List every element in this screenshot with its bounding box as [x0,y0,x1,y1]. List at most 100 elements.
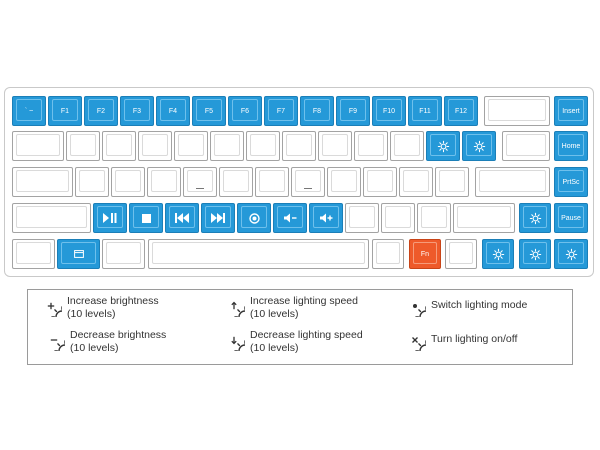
legend-sub: (10 levels) [70,342,119,354]
key-o [354,131,388,161]
key-home: Home [554,131,588,161]
key-enter [475,167,550,197]
key-l [363,167,397,197]
next-track-icon [211,213,225,223]
gear-light-icon [529,248,542,261]
legend-sub: (10 levels) [250,342,299,354]
key-label: F3 [132,107,142,115]
toggle-lighting-icon [412,337,426,351]
key-left-bracket [426,131,460,161]
key-slash [417,203,451,233]
key-f1: F1 [48,96,82,126]
key-down-arrow [519,239,551,269]
key-label: F12 [454,107,468,115]
legend-title: Switch lighting mode [431,299,528,311]
key-c [165,203,199,233]
legend-title: Turn lighting on/off [431,333,518,345]
key-left-ctrl [12,239,55,269]
increase-brightness-icon [47,302,62,317]
legend-sub: (10 levels) [250,308,299,320]
key-z [93,203,127,233]
key-q [66,131,100,161]
key-right-alt [372,239,404,269]
key-backspace [484,96,550,126]
key-quote [435,167,469,197]
key-left-arrow [482,239,514,269]
key-tab [12,131,64,161]
key-f3: F3 [120,96,154,126]
key-f [183,167,217,197]
gear-light-icon [565,248,578,261]
volume-up-icon [319,213,333,223]
key-label: Insert [562,107,580,115]
key-comma [345,203,379,233]
home-row-bump [304,188,312,189]
key-f4: F4 [156,96,190,126]
key-label: F11 [419,107,431,115]
lighting-legend: Increase brightness(10 levels) Decrease … [27,289,573,365]
keyboard-diagram: ` ~ F1 F2 F3 F4 F5 F6 F7 F8 F9 F10 F11 F… [4,87,594,277]
key-a [75,167,109,197]
increase-speed-icon [231,301,245,317]
key-left-alt [102,239,145,269]
key-right-bracket [462,131,496,161]
key-w [102,131,136,161]
key-h [255,167,289,197]
key-e [138,131,172,161]
key-label: ` ~ [24,107,34,115]
key-b [237,203,271,233]
key-label: Home [561,142,581,150]
key-m [309,203,343,233]
key-k [327,167,361,197]
key-f9: F9 [336,96,370,126]
key-right-arrow [554,239,588,269]
legend-decrease-brightness: Decrease brightness(10 levels) [43,329,166,355]
key-right-shift [453,203,515,233]
gear-light-icon [473,140,486,153]
legend-decrease-speed: Decrease lighting speed(10 levels) [223,329,363,355]
decrease-speed-icon [231,336,245,351]
legend-title: Increase lighting speed [250,295,358,307]
home-row-bump [196,188,204,189]
key-r [174,131,208,161]
gear-light-icon [529,212,542,225]
legend-title: Decrease lighting speed [250,329,363,341]
key-insert: Insert [554,96,588,126]
key-f7: F7 [264,96,298,126]
key-label: F10 [382,107,396,115]
key-f8: F8 [300,96,334,126]
key-pause: Pause [554,203,588,233]
key-up [519,203,551,233]
key-label: F6 [240,107,250,115]
key-f10: F10 [372,96,406,126]
key-d [147,167,181,197]
key-right-ctrl [445,239,477,269]
key-f12: F12 [444,96,478,126]
key-semicolon [399,167,433,197]
key-t [210,131,244,161]
key-space [148,239,369,269]
gear-light-icon [492,248,505,261]
legend-increase-speed: Increase lighting speed(10 levels) [223,295,358,321]
key-g [219,167,253,197]
key-u [282,131,316,161]
legend-title: Decrease brightness [70,329,167,341]
key-f11: F11 [408,96,442,126]
key-label: F5 [204,107,214,115]
key-i [318,131,352,161]
key-y [246,131,280,161]
key-v [201,203,235,233]
key-backslash [502,131,550,161]
key-f2: F2 [84,96,118,126]
key-left-win [57,239,100,269]
legend-title: Increase brightness [67,295,159,307]
key-label: F2 [96,107,106,115]
key-label: PrtSc [562,178,580,186]
key-label: F7 [276,107,286,115]
legend-sub: (10 levels) [67,308,116,320]
key-label: Fn [420,250,430,258]
volume-down-icon [283,213,297,223]
key-period [381,203,415,233]
key-caps-lock [12,167,73,197]
mute-icon [248,212,260,224]
